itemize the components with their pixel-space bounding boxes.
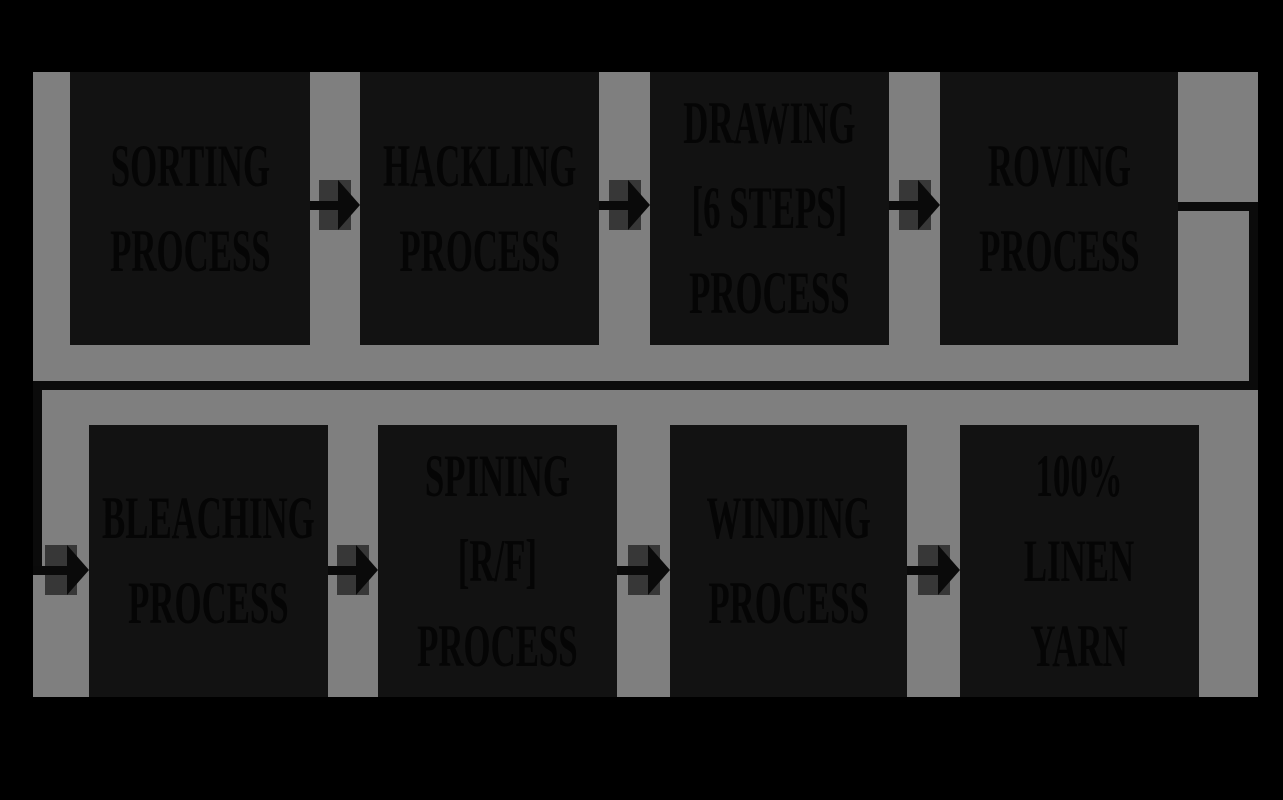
label-line: DRAWING — [683, 90, 856, 156]
label-line: LINEN — [1024, 527, 1135, 594]
arrow-head — [938, 545, 960, 595]
arrow-shaft — [889, 201, 924, 210]
label-line: SORTING — [110, 132, 270, 199]
arrow-head — [648, 545, 670, 595]
label-line: HACKLING — [382, 132, 577, 199]
label-line: PROCESS — [128, 570, 289, 636]
arrow-shaft — [33, 566, 73, 575]
label-line: ROVING — [987, 132, 1131, 199]
connector-row-divider-segment — [33, 381, 1258, 390]
arrow-right-icon — [310, 180, 360, 230]
label-line: PROCESS — [708, 570, 869, 636]
flowchart-panel: SORTING PROCESS HACKLING PROCESS DRAWING… — [33, 72, 1258, 697]
process-box-linen-yarn: 100% LINEN YARN — [960, 425, 1199, 697]
arrow-shaft — [310, 201, 344, 210]
process-box-winding: WINDING PROCESS — [670, 425, 907, 697]
connector-elbow-left-segment — [33, 381, 42, 574]
process-box-label: SPINING [R/F] PROCESS — [417, 434, 578, 689]
arrow-right-icon — [617, 545, 670, 595]
process-box-label: HACKLING PROCESS — [383, 124, 576, 294]
arrow-head — [918, 180, 940, 230]
arrow-head — [67, 545, 89, 595]
label-line: BLEACHING — [102, 485, 315, 551]
arrow-shaft — [328, 566, 362, 575]
arrow-head — [628, 180, 650, 230]
process-box-bleaching: BLEACHING PROCESS — [89, 425, 328, 697]
label-line: PROCESS — [109, 217, 271, 284]
arrow-head — [356, 545, 378, 595]
process-box-label: DRAWING [6 STEPS] PROCESS — [683, 81, 855, 336]
process-box-label: SORTING PROCESS — [110, 124, 271, 294]
arrow-right-icon — [889, 180, 940, 230]
arrow-shaft — [907, 566, 944, 575]
arrow-right-icon — [328, 545, 378, 595]
label-line: [6 STEPS] — [691, 175, 848, 241]
process-box-hackling: HACKLING PROCESS — [360, 72, 599, 345]
arrow-shaft — [599, 201, 634, 210]
label-line: YARN — [1030, 612, 1129, 679]
arrow-right-icon — [907, 545, 960, 595]
process-box-label: 100% LINEN YARN — [1024, 434, 1134, 689]
label-line: PROCESS — [689, 260, 850, 326]
arrow-shaft — [617, 566, 654, 575]
process-box-drawing: DRAWING [6 STEPS] PROCESS — [650, 72, 889, 345]
process-box-label: WINDING PROCESS — [706, 476, 870, 646]
label-line: WINDING — [706, 485, 871, 551]
label-line: PROCESS — [399, 217, 560, 284]
process-box-sorting: SORTING PROCESS — [70, 72, 310, 345]
arrow-head — [338, 180, 360, 230]
arrow-right-icon — [33, 545, 89, 595]
process-box-roving: ROVING PROCESS — [940, 72, 1178, 345]
label-line: 100% — [1036, 442, 1123, 509]
label-line: SPINING — [424, 442, 571, 509]
label-line: PROCESS — [417, 612, 578, 679]
arrow-right-icon — [599, 180, 650, 230]
connector-elbow-right-segment — [1249, 202, 1258, 390]
process-box-label: BLEACHING PROCESS — [102, 476, 315, 646]
connector-elbow-top-segment — [1178, 202, 1258, 211]
label-line: [R/F] — [457, 527, 538, 594]
process-box-spining: SPINING [R/F] PROCESS — [378, 425, 617, 697]
process-box-label: ROVING PROCESS — [979, 124, 1140, 294]
label-line: PROCESS — [978, 217, 1140, 284]
